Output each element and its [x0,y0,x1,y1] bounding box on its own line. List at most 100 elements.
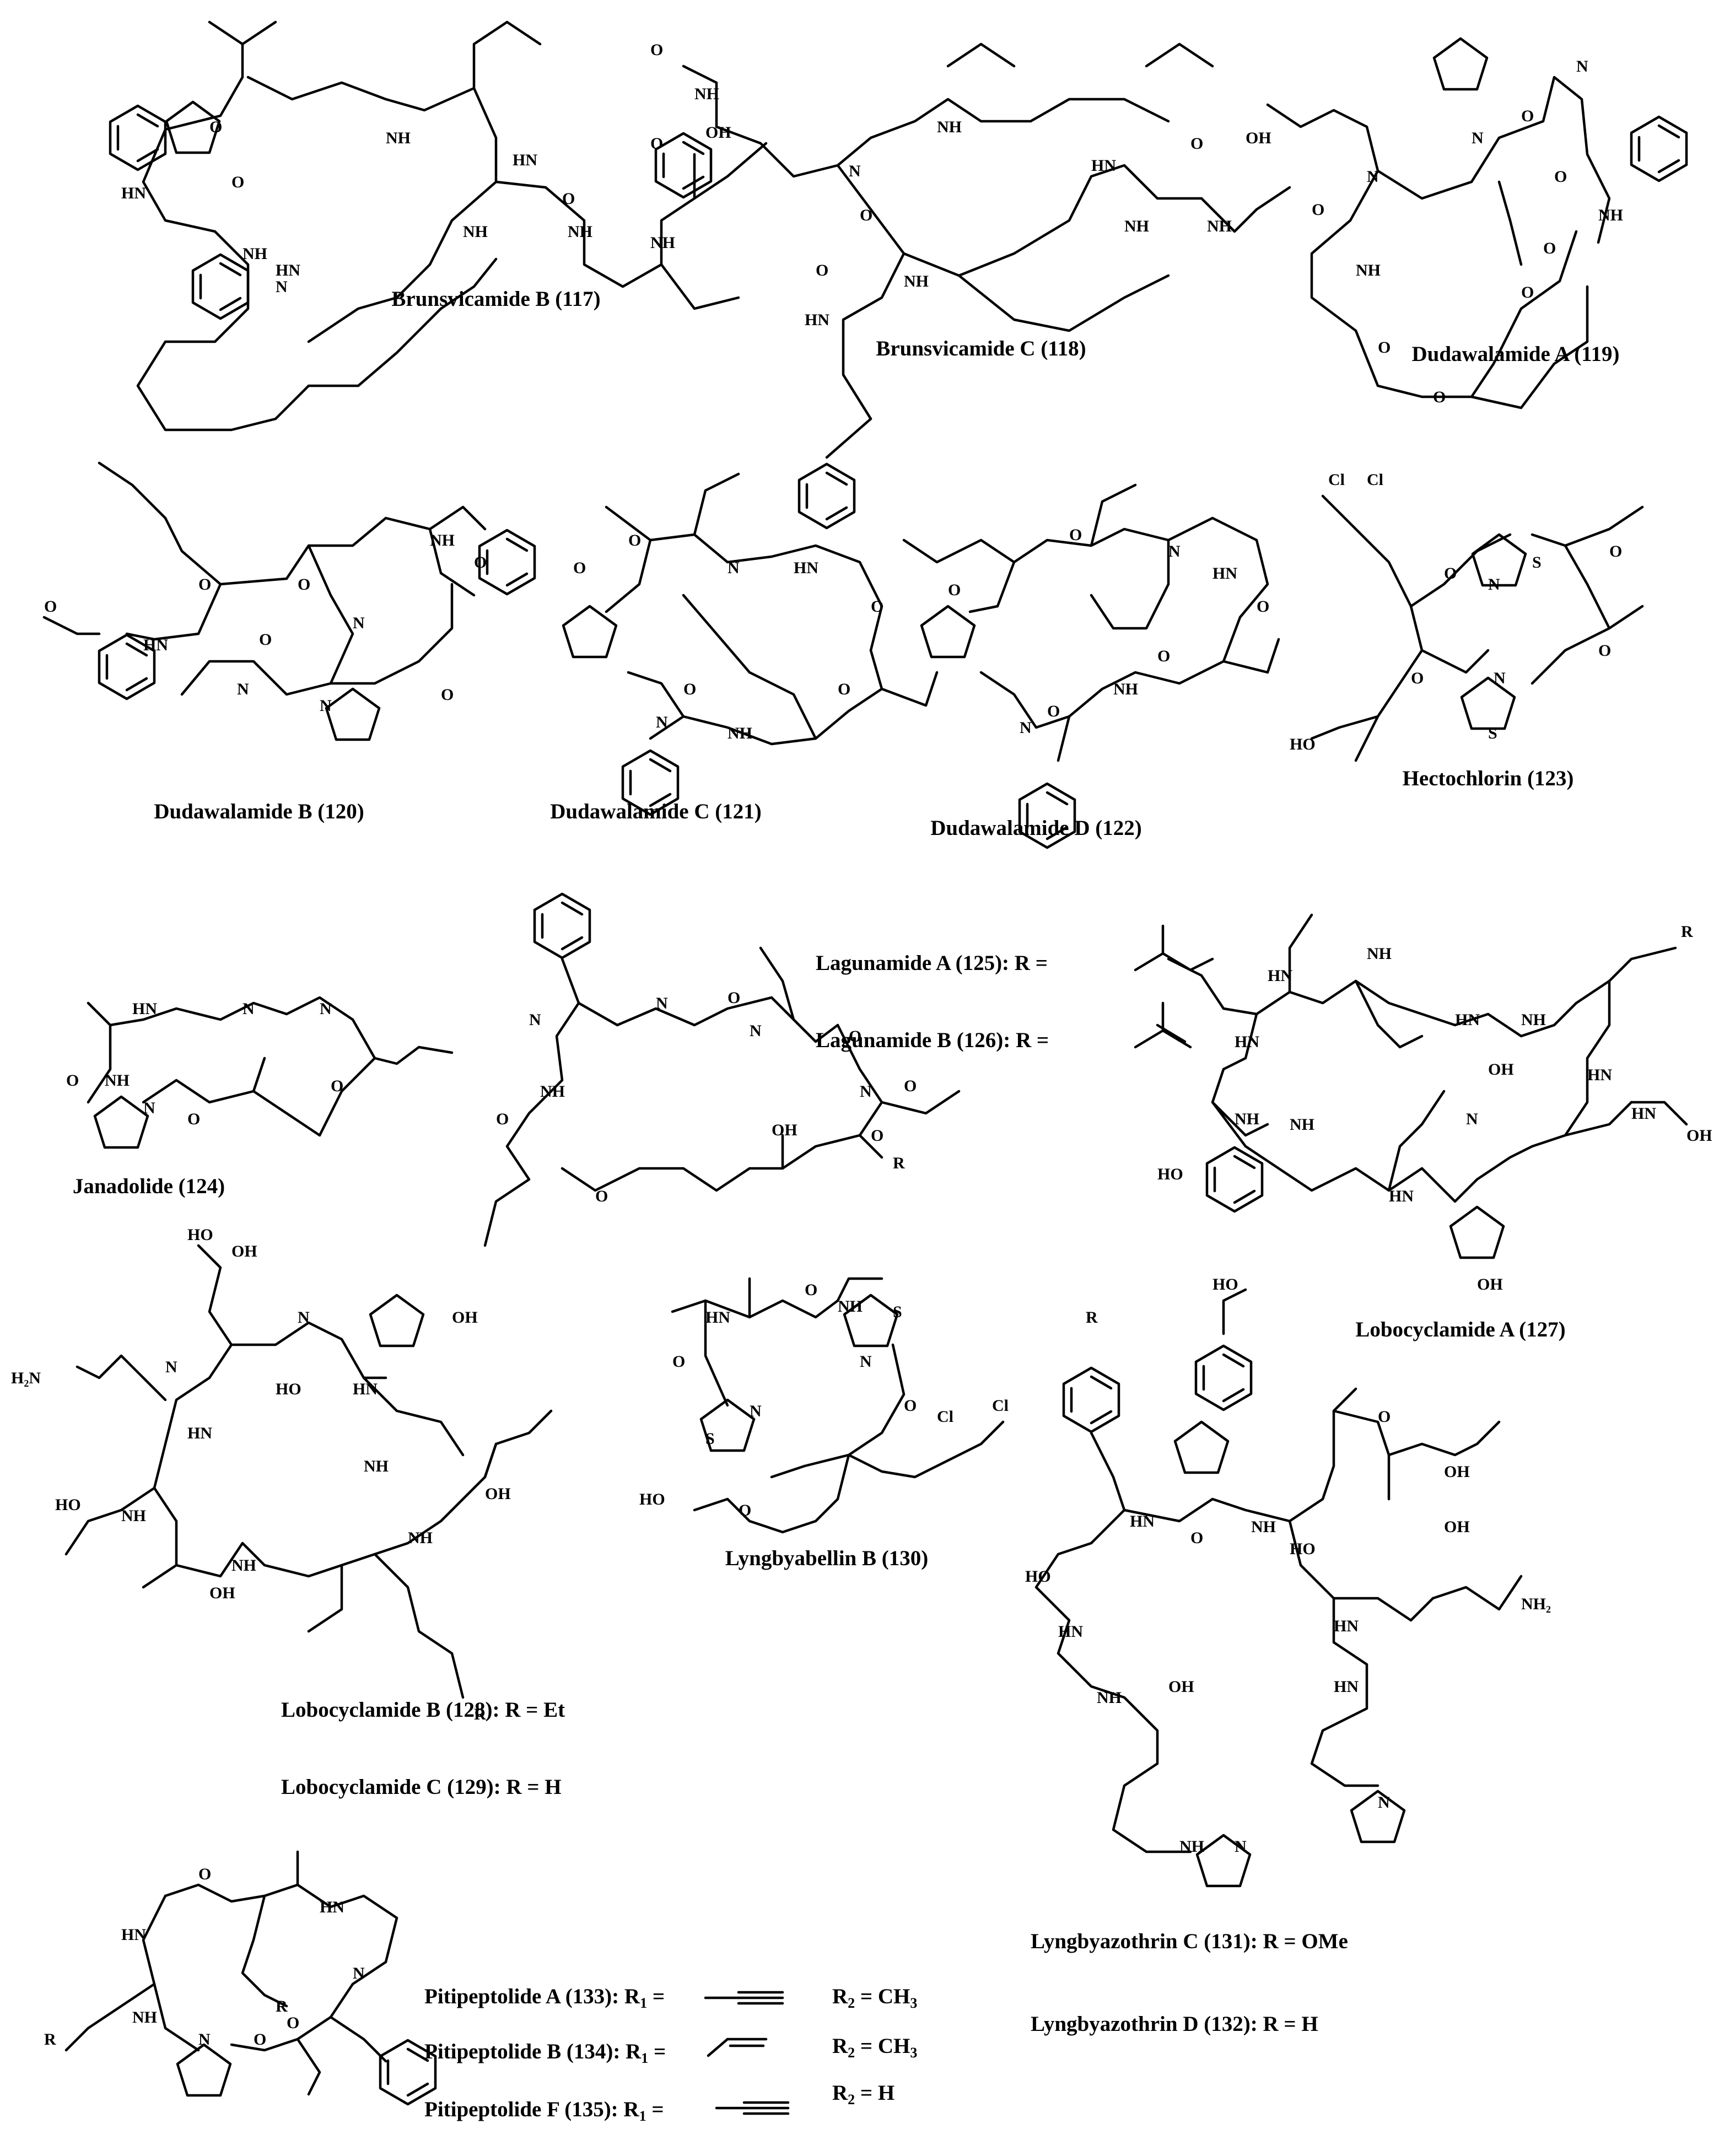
svg-text:NH: NH [1290,1115,1314,1134]
svg-text:O: O [1521,107,1534,125]
svg-text:Cl: Cl [1328,471,1345,489]
svg-text:NH: NH [121,1507,146,1525]
caption-dudawalamide-c: Dudawalamide C (121) [550,800,762,823]
svg-text:OH: OH [1686,1126,1712,1145]
svg-text:HN: HN [1334,1617,1359,1635]
svg-text:O: O [254,2030,266,2049]
label-lobocyclamide-c: Lobocyclamide C (129): R = H [281,1775,562,1799]
svg-text:N: N [1488,575,1500,594]
caption-lobocyclamide-a: Lobocyclamide A (127) [1355,1318,1566,1341]
svg-text:NH: NH [937,118,962,136]
svg-text:O: O [860,206,872,224]
svg-text:O: O [650,41,663,59]
svg-text:O: O [198,1865,211,1883]
label-pitipeptolide-f: Pitipeptolide F (135): R1 = [424,2098,664,2124]
svg-text:O: O [198,575,211,594]
svg-text:HO: HO [1157,1165,1183,1183]
r-group-butenyl [1134,1001,1192,1049]
svg-text:O: O [1598,642,1611,660]
svg-text:HN: HN [1631,1104,1656,1123]
svg-text:HN: HN [143,636,168,654]
svg-text:NH₂: NH₂ [1521,1595,1551,1613]
caption-lyngbyabellin-b: Lyngbyabellin B (130) [725,1546,929,1570]
structure-lagunamide: N N O N O N NH O OH O R O O [483,894,961,1247]
svg-text:HN: HN [121,1926,146,1944]
svg-text:O: O [44,597,57,616]
svg-text:O: O [728,989,740,1007]
structure-lyngbyabellin-b: HN O O NH S N S N HO Cl Cl O O [639,1277,1009,1534]
svg-text:NH: NH [1356,261,1381,279]
svg-text:NH: NH [231,1556,256,1575]
svg-text:O: O [259,630,272,649]
svg-text:HO: HO [55,1496,81,1514]
svg-text:N: N [320,1000,332,1018]
svg-text:N: N [1235,1837,1247,1856]
svg-text:O: O [441,686,454,704]
svg-text:O: O [948,581,961,599]
svg-text:N: N [529,1011,541,1029]
svg-text:N: N [320,697,332,715]
svg-text:N: N [165,1358,177,1376]
svg-text:O: O [187,1110,200,1128]
svg-text:HN: HN [276,261,300,279]
caption-dudawalamide-b: Dudawalamide B (120) [154,800,364,823]
svg-text:OH: OH [1477,1275,1503,1293]
svg-text:O: O [298,575,310,594]
svg-text:N: N [750,1402,762,1420]
svg-text:O: O [628,531,641,549]
svg-text:O: O [1543,239,1556,257]
svg-text:N: N [298,1308,310,1327]
svg-text:O: O [1609,542,1622,560]
svg-text:O: O [287,2014,299,2032]
r-group-sec-butyl [1134,924,1214,972]
svg-text:OH: OH [209,1584,235,1602]
svg-text:NH: NH [1367,945,1392,963]
svg-text:R: R [1681,923,1693,941]
svg-text:Cl: Cl [1367,471,1383,489]
svg-text:HN: HN [132,1000,157,1018]
svg-text:HN: HN [187,1424,212,1442]
caption-hectochlorin: Hectochlorin (123) [1402,767,1574,790]
svg-text:N: N [1576,57,1588,76]
svg-text:HN: HN [1091,157,1116,175]
svg-text:R: R [474,1705,486,1723]
svg-text:HO: HO [639,1490,665,1508]
svg-text:HO: HO [1290,1540,1316,1558]
svg-text:NH: NH [386,129,411,147]
svg-text:NH: NH [105,1071,130,1090]
r1-alkyne-f [715,2101,790,2115]
svg-text:N: N [353,1964,365,1982]
svg-text:N: N [728,559,740,577]
svg-text:N: N [1494,669,1506,687]
svg-text:N: N [353,614,365,632]
svg-text:O: O [1411,669,1424,687]
svg-text:O: O [209,118,222,136]
svg-text:HO: HO [1290,735,1316,753]
structure-brunsvicamide-b: HN NH HN NH N NH NH NH HN OH O O O O [110,20,768,432]
svg-text:HN: HN [1213,564,1237,583]
svg-text:NH: NH [408,1529,433,1547]
svg-text:N: N [1472,129,1484,147]
svg-text:NH: NH [132,2008,157,2026]
svg-text:O: O [1157,647,1170,665]
svg-text:NH: NH [1207,217,1232,235]
svg-text:OH: OH [772,1121,797,1139]
svg-text:N: N [276,278,288,296]
svg-text:NH: NH [1113,680,1138,698]
svg-text:NH: NH [1097,1689,1122,1707]
label-lagunamide-a: Lagunamide A (125): R = [816,951,1048,975]
svg-text:O: O [66,1071,79,1090]
svg-text:S: S [1488,724,1497,742]
svg-text:R: R [276,1997,288,2015]
svg-text:NH: NH [1179,1837,1204,1856]
svg-text:N: N [750,1022,762,1040]
label-r2-h: R2 = H [832,2081,895,2108]
svg-text:N: N [860,1082,872,1101]
svg-text:HN: HN [794,559,818,577]
svg-text:NH: NH [568,223,592,241]
svg-text:NH: NH [463,223,488,241]
label-r2-ch3-b: R2 = CH3 [832,2034,918,2061]
atom-label: HN [121,184,146,202]
structure-janadolide: HN N N NH O N O O [66,996,454,1147]
